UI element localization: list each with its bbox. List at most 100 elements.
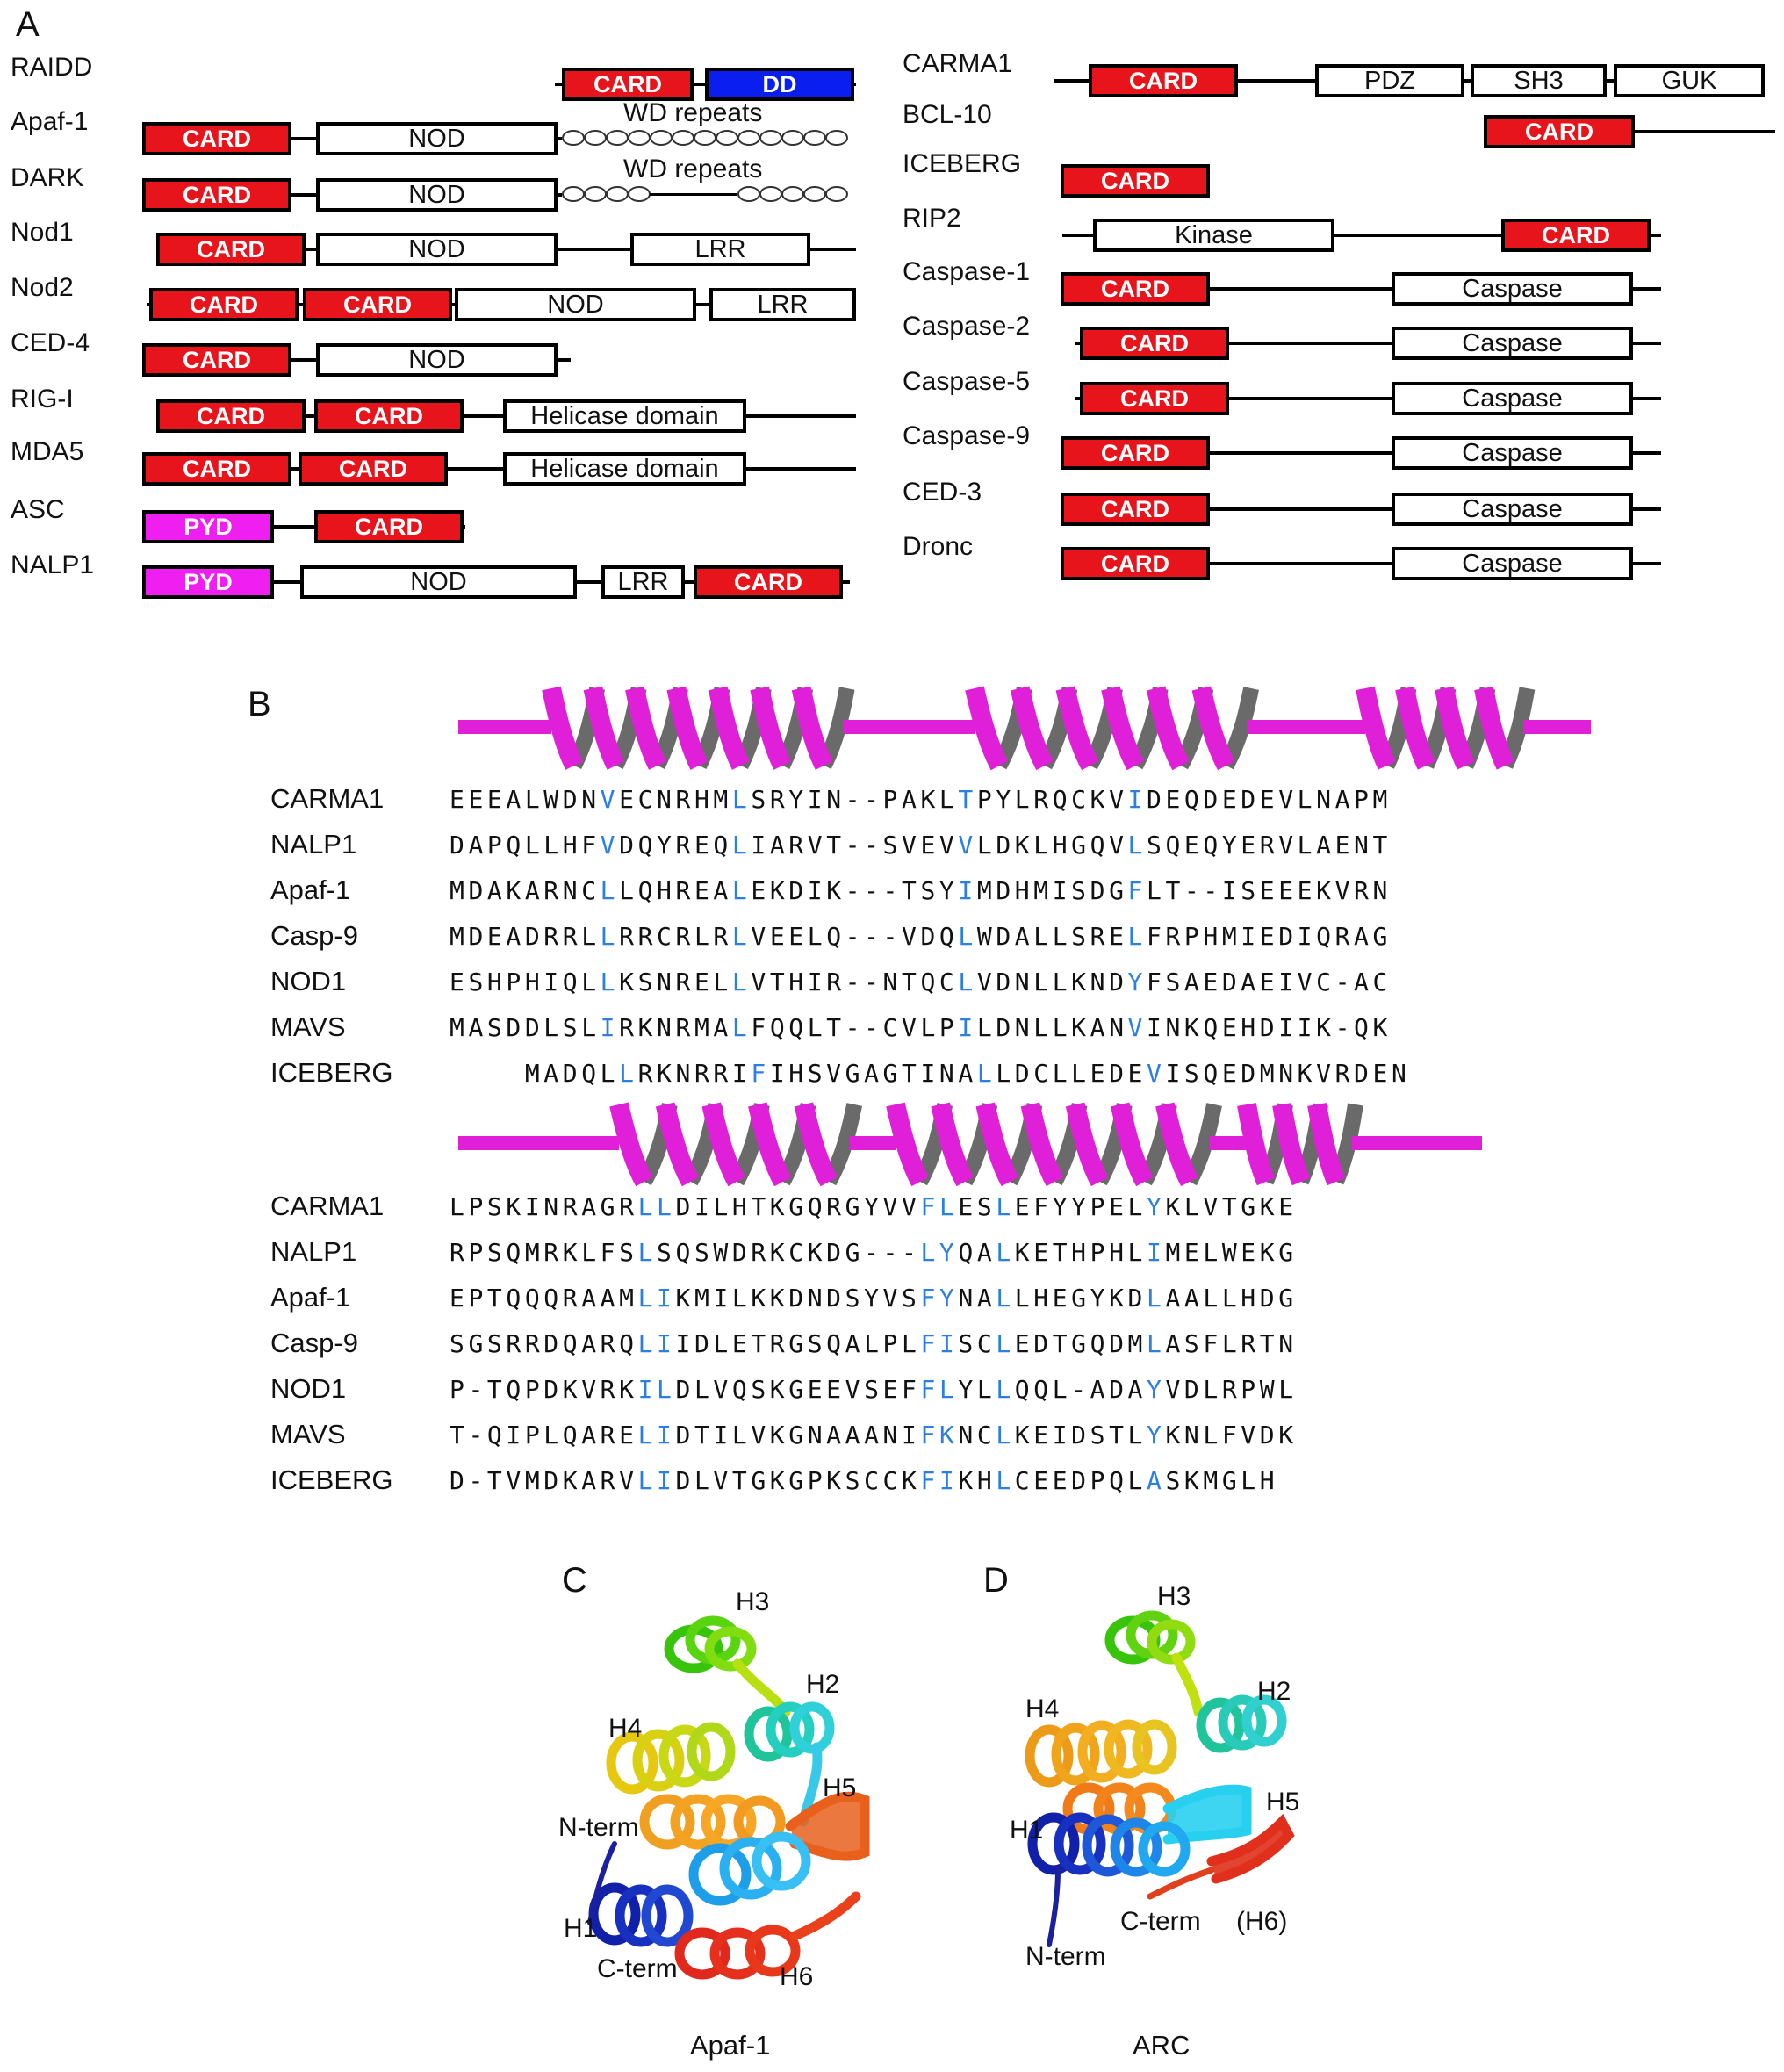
pdz-domain: PDZ	[1315, 64, 1464, 97]
helix-front	[701, 1102, 745, 1187]
wd-repeat-oval	[584, 186, 607, 202]
left-protein-name: Nod1	[11, 218, 74, 247]
conserved-residue: F	[920, 1284, 939, 1313]
conserved-residue: I	[939, 1329, 959, 1358]
conserved-residue: L	[637, 1466, 658, 1495]
right-protein-name: Caspase-5	[903, 367, 1031, 396]
helix-back	[733, 687, 772, 769]
conserved-residue: I	[657, 1284, 676, 1313]
conserved-residue: Y	[1127, 968, 1147, 996]
conserved-residue: L	[1147, 1329, 1166, 1358]
helix-back	[1182, 1103, 1222, 1186]
helix-front	[666, 686, 709, 770]
caspase-domain: Caspase	[1392, 493, 1633, 526]
alignment-protein-name: Apaf-1	[270, 874, 351, 905]
left-protein-name: NALP1	[11, 550, 95, 579]
conserved-residue: L	[657, 1375, 676, 1404]
alignment-sequence-block2: EPTQQQRAAMLIKMILKKDNDSYVSFYNALLHEGYKDLAA…	[450, 1284, 1298, 1313]
helix-back	[1328, 1103, 1363, 1185]
helix-front	[1191, 686, 1235, 771]
helix-track-1	[458, 686, 1591, 771]
right-protein-name: ICEBERG	[903, 149, 1022, 178]
helix-back	[1219, 687, 1259, 770]
apaf1-label-n-term: N-term	[558, 1813, 639, 1842]
conserved-residue: V	[1127, 1013, 1147, 1042]
pyd-domain: PYD	[142, 565, 274, 599]
alignment-sequence-block1: MDEADRRLLRRCRLRLVEELQ---VDQLWDALLSRELFRP…	[450, 922, 1392, 951]
helix-front	[1065, 1102, 1109, 1187]
conserved-residue: L	[637, 1421, 658, 1450]
alignment-sequence-block2: SGSRRDQARQLIIDLETRGSQALPLFISCLEDTGQDMLAS…	[450, 1329, 1298, 1358]
helix-back	[608, 687, 647, 769]
helix-back	[650, 687, 688, 769]
helix-back	[1137, 1103, 1177, 1186]
right-backbone-line	[1061, 562, 1661, 565]
conserved-residue: L	[958, 968, 977, 996]
conserved-residue: L	[939, 1192, 959, 1221]
card-domain: CARD	[1061, 493, 1210, 526]
conserved-residue: L	[996, 1329, 1015, 1358]
helix-front	[1474, 686, 1514, 770]
helix-front	[1010, 686, 1054, 771]
helix-front	[1395, 686, 1435, 770]
conserved-residue: L	[996, 1238, 1015, 1267]
conserved-residue: A	[1147, 1466, 1166, 1495]
wd-repeat-oval	[803, 186, 826, 202]
coil-segment	[1210, 1136, 1247, 1150]
conserved-residue: I	[657, 1329, 676, 1358]
kinase-domain: Kinase	[1093, 219, 1334, 252]
card-domain: CARD	[142, 343, 291, 377]
guk-domain: GUK	[1614, 64, 1765, 97]
conserved-residue: L	[731, 1013, 752, 1042]
conserved-residue: F	[920, 1329, 939, 1358]
right-protein-name: Dronc	[903, 532, 974, 561]
conserved-residue: L	[958, 922, 977, 951]
conserved-residue: L	[1147, 1284, 1166, 1313]
wd-repeat-oval	[606, 186, 629, 202]
right-protein-name: BCL-10	[903, 100, 992, 129]
wd-repeat-oval	[759, 186, 782, 202]
helix-front	[794, 1102, 838, 1187]
wd-repeat-oval	[628, 130, 651, 146]
alignment-sequence-block2: LPSKINRAGRLLDILHTKGQRGYVVFLESLEFYYPELYKL…	[450, 1192, 1298, 1221]
wd-repeat-oval	[781, 186, 804, 202]
helix-back	[1003, 1103, 1043, 1186]
conserved-residue: L	[731, 922, 752, 951]
conserved-residue: L	[996, 1375, 1015, 1404]
pyd-domain: PYD	[142, 510, 274, 543]
apaf1-label-h4: H4	[608, 1714, 643, 1743]
arc-label-n-term: N-term	[1025, 1942, 1106, 1971]
conserved-residue: L	[637, 1192, 658, 1221]
apaf1-label-h2: H2	[806, 1670, 840, 1699]
card-domain: CARD	[562, 68, 694, 101]
right-protein-name: Caspase-1	[903, 257, 1031, 286]
card-domain: CARD	[1484, 115, 1635, 148]
left-protein-name: CED-4	[11, 328, 90, 357]
caspase-domain: Caspase	[1392, 272, 1633, 306]
helix-front	[1307, 1103, 1346, 1186]
alignment-protein-name: Casp-9	[270, 920, 358, 951]
card-domain: CARD	[314, 510, 464, 543]
alignment-sequence-block2: P-TQPDKVRKILDLVQSKGEEVSEFFLYLLQQL-ADAYVD…	[450, 1375, 1298, 1404]
apaf1-label-h1: H1	[564, 1914, 598, 1943]
conserved-residue: I	[958, 876, 977, 905]
coil-segment	[1352, 1136, 1482, 1150]
helix-front	[1435, 686, 1475, 770]
alignment-protein-name: NALP1	[270, 1236, 357, 1267]
right-backbone-line	[1061, 287, 1661, 291]
helix-back	[1092, 1103, 1133, 1186]
helicase-domain: Helicase domain	[503, 399, 746, 433]
wd-repeat-oval	[737, 130, 760, 146]
coil-segment	[1523, 720, 1591, 734]
nod-domain: NOD	[300, 565, 577, 599]
right-backbone-line	[1062, 234, 1661, 237]
alignment-protein-name: CARMA1	[270, 783, 385, 814]
helix-front	[1020, 1102, 1064, 1187]
right-protein-name: CARMA1	[903, 49, 1013, 78]
wd-repeat-oval	[803, 130, 826, 146]
right-protein-name: CED-3	[903, 478, 982, 507]
conserved-residue: L	[731, 968, 752, 996]
helix-back	[992, 687, 1032, 770]
conserved-residue: L	[996, 1284, 1015, 1313]
wd-repeat-oval	[606, 130, 629, 146]
